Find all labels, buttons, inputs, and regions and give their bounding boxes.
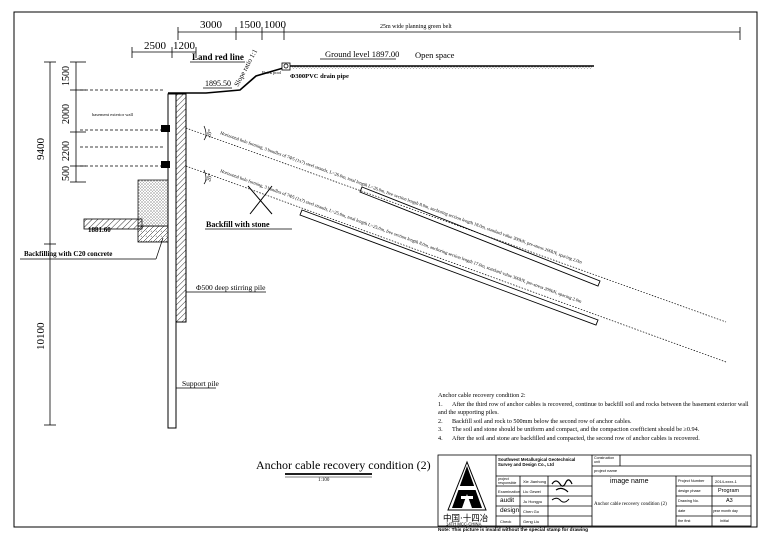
note-text-4: After the soil and stone are backfilled … <box>452 434 700 442</box>
dim-500: 500 <box>61 166 72 181</box>
angle-arc-upper <box>203 125 207 141</box>
note-num-2: 2. <box>438 417 443 425</box>
note-num-1: 1. <box>438 400 443 408</box>
angle-arc-lower <box>203 169 207 185</box>
tb-drawing-no-label: Drawing No. <box>678 499 699 503</box>
logo-subtext: 14TH MCC·CHINA <box>446 522 482 527</box>
tb-audit-label: audit <box>500 497 515 504</box>
dim-2000: 2000 <box>61 104 72 124</box>
anchor-grout-lower <box>299 209 599 326</box>
level-1895-label: 1895.50 <box>205 79 231 88</box>
basement-wall-label: basement exterior wall <box>92 112 134 117</box>
anchor-head-upper <box>161 125 170 132</box>
tb-date-value: year month day <box>713 509 738 513</box>
dim-10100: 10100 <box>35 322 47 350</box>
title-block-grid <box>437 454 752 527</box>
dim-1500-top: 1500 <box>239 19 262 31</box>
note-item-4: 4. After the soil and stone are backfille… <box>438 435 756 444</box>
drain-pipe-symbol <box>283 63 289 69</box>
tb-design-phase: Program <box>718 488 740 494</box>
dim-1000: 1000 <box>264 19 287 31</box>
tb-check-name: Geng Liu <box>523 519 540 524</box>
basement-wall <box>80 89 164 167</box>
angle-lower-label: 20° <box>205 172 214 183</box>
green-belt-label: 25m wide planning green belt <box>380 24 452 30</box>
backfill-zone <box>137 179 169 227</box>
anchor-cable-lower-label: Horizontal hole forming, 3 bundles of 7Φ… <box>219 168 582 305</box>
anchor-grout-upper <box>359 186 601 287</box>
note-item-3: 3. The soil and stone should be uniform a… <box>438 426 756 435</box>
basement-floor-slab <box>83 218 143 230</box>
tb-edition-label: the first <box>678 519 691 523</box>
signature-2 <box>551 497 570 503</box>
note-text-2: Backfill soil and rock to 500mm below th… <box>452 417 632 425</box>
ground-profile <box>168 65 594 94</box>
angle-upper-label: 20° <box>205 128 214 139</box>
notes-heading: Anchor cable recovery condition 2: <box>438 392 526 399</box>
tb-project-responsible-label: project responsible <box>498 477 517 485</box>
tb-examination-label: Examination <box>498 489 521 494</box>
top-dimension-chain <box>131 27 741 58</box>
logo-text: 中国·十四冶 <box>443 513 489 524</box>
left-dimension-chain <box>44 61 86 426</box>
anchor-head-lower <box>161 161 170 168</box>
dim-2500: 2500 <box>144 40 167 52</box>
tb-project-number-label: Project Number <box>678 479 705 483</box>
notes-block: Anchor cable recovery condition 2: 1.Aft… <box>438 392 756 444</box>
tb-project-responsible-name: Xie Jianhong <box>523 479 547 484</box>
removed-cable-x-mark <box>247 185 273 215</box>
land-red-line-label: Land red line <box>192 52 244 62</box>
tb-project-number: 2014-xxxx-1 <box>715 479 737 484</box>
tb-audit-name: Ju Hongyu <box>523 499 543 504</box>
tb-date-label: date <box>678 509 686 513</box>
tb-design-name: Chen Go <box>523 509 540 514</box>
signature <box>551 479 573 493</box>
anchor-cable-upper-line <box>185 127 727 323</box>
tb-check-label: Check <box>500 519 512 524</box>
dim-3000: 3000 <box>200 19 223 31</box>
tb-design-phase-label: design phase <box>678 489 701 493</box>
tb-drawing-name: Anchor cable recovery condition (2) <box>594 502 667 507</box>
backfill-stone-label: Backfill with stone <box>206 220 270 229</box>
stirring-pile-label: Φ500 deep stirring pile <box>196 283 266 292</box>
tb-construction-unit-label: Construction unit <box>594 456 615 464</box>
tb-examination-name: Liu Gewei <box>523 489 541 494</box>
dim-1200: 1200 <box>173 40 196 52</box>
tb-design-label: design <box>500 507 520 514</box>
company-logo <box>447 460 487 511</box>
ground-level-label: Ground level 1897.00 <box>325 49 399 59</box>
note-text-3: The soil and stone should be uniform and… <box>452 426 700 434</box>
support-pile-lower <box>167 93 177 429</box>
level-1881-label: 1881.60 <box>88 226 111 234</box>
ground-hatch <box>292 66 592 69</box>
dim-1500-left: 1500 <box>61 66 72 86</box>
brick-pool-label: Brick pool <box>262 70 282 75</box>
c20-concrete-fill <box>137 225 169 243</box>
sheet-border <box>13 11 758 528</box>
note-num-3: 3. <box>438 426 443 434</box>
dim-9400: 9400 <box>35 138 47 161</box>
note-num-4: 4. <box>438 434 443 442</box>
support-pile-upper <box>175 93 187 323</box>
anchor-cable-lower-line <box>185 165 727 363</box>
note-item-1: 1.After the third row of anchor cables i… <box>438 401 756 418</box>
tb-drawing-no: A3 <box>726 498 733 504</box>
drawing-title: Anchor cable recovery condition (2) <box>256 458 431 472</box>
tb-institute: Southwest Metallurgical Geotechnical Sur… <box>498 457 576 467</box>
drain-pipe-label: Φ300PVC drain pipe <box>290 73 349 80</box>
drawing-scale: 1:100 <box>318 478 330 483</box>
tb-project-name-label: project name <box>594 468 618 473</box>
drain-pipe-box <box>281 62 291 71</box>
open-space-label: Open space <box>415 50 455 60</box>
c20-leader-diag <box>155 237 164 260</box>
note-text-1: After the third row of anchor cables is … <box>438 400 749 417</box>
dim-2200: 2200 <box>61 141 72 161</box>
tb-edition-value: Initial <box>720 519 729 523</box>
footer-note: Note: This picture is invalid without th… <box>438 528 589 533</box>
tb-image-name-label: image name <box>610 478 649 485</box>
backfill-c20-label: Backfilling with C20 concrete <box>24 250 112 258</box>
support-pile-label: Support pile <box>182 379 220 388</box>
note-item-2: 2. Backfill soil and rock to 500mm below … <box>438 418 756 427</box>
